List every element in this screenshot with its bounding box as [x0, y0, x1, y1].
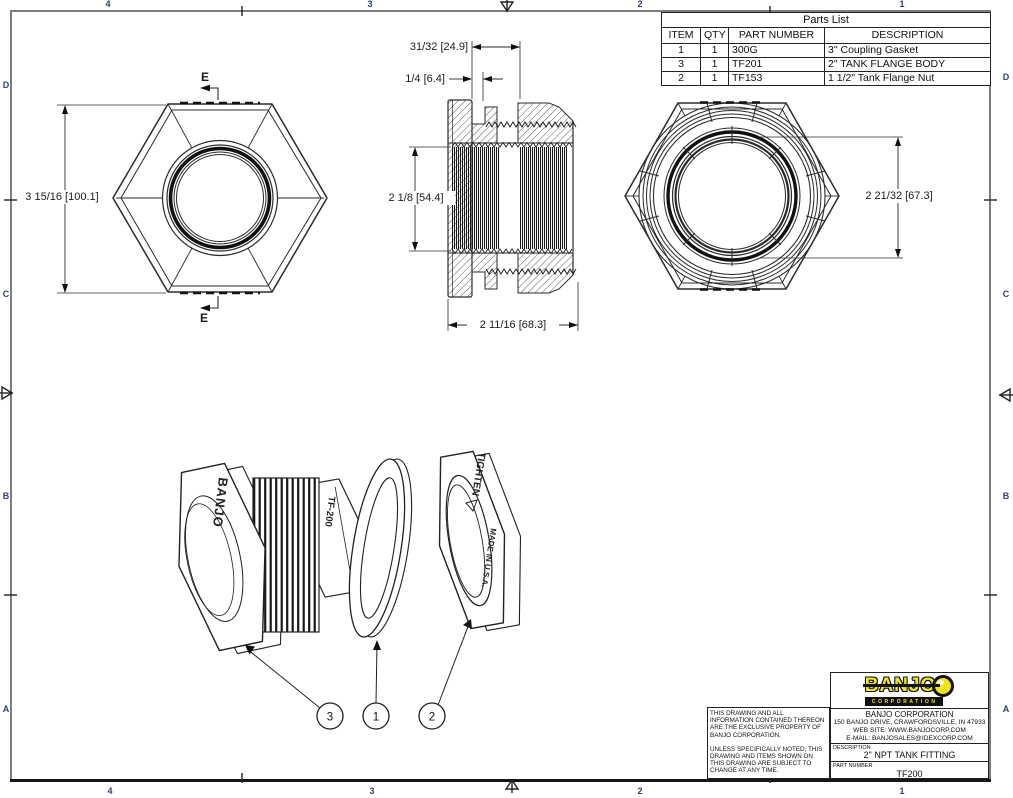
border-top	[10, 10, 991, 12]
col-qty: QTY	[700, 28, 728, 43]
dim-section-inner: 2 1/8 [54.4]	[377, 191, 455, 205]
zone-col-top-1: 1	[899, 0, 905, 9]
description-value: 2" NPT TANK FITTING	[863, 750, 956, 760]
zone-col-top-3: 3	[367, 0, 373, 9]
table-row: 2 1 TF153 1 1/2" Tank Flange Nut	[662, 71, 990, 85]
zone-row-right-a: A	[1002, 704, 1010, 714]
zone-col-bottom-1: 1	[899, 786, 905, 796]
zone-col-top-2: 2	[637, 0, 643, 9]
dim-front-height: 3 15/16 [100.1]	[20, 190, 104, 204]
rear-view	[624, 101, 903, 291]
balloon-2: 2	[429, 712, 435, 724]
zone-col-bottom-4: 4	[107, 786, 113, 796]
title-block: BANJO CORPORATION BANJO CORPORATION 150 …	[830, 672, 989, 779]
part-number-label: PART NUMBER	[833, 763, 873, 769]
zone-row-right-c: C	[1002, 289, 1010, 299]
zone-row-left-b: B	[2, 491, 10, 501]
col-item: ITEM	[668, 29, 694, 41]
dim-section-top: 31/32 [24.9]	[390, 40, 468, 54]
front-view	[57, 84, 328, 312]
body-part-label: TF-200	[322, 496, 337, 528]
description-cell: DESCRIPTION 2" NPT TANK FITTING	[831, 744, 988, 762]
border-bottom	[10, 779, 991, 782]
table-row: 3 1 TF201 2" TANK FLANGE BODY	[662, 57, 990, 71]
section-label-bottom: E	[200, 311, 209, 325]
logo-corporation-text: CORPORATION	[864, 697, 943, 706]
parts-list-header: ITEM QTY PART NUMBER DESCRIPTION	[662, 27, 990, 43]
company-name: BANJO CORPORATION	[865, 710, 954, 719]
balloon-1: 1	[373, 712, 379, 724]
zone-row-right-d: D	[1002, 72, 1010, 82]
company-address: 150 BANJO DRIVE, CRAWFORDSVILLE, IN 4793…	[833, 719, 986, 726]
description-label: DESCRIPTION	[833, 745, 871, 751]
dim-section-width: 2 11/16 [68.3]	[467, 318, 559, 332]
balloon-3: 3	[327, 712, 333, 724]
border-left	[10, 10, 12, 781]
balloons: 3 1 2	[316, 702, 446, 730]
exploded-view: BANJO TF-200 TIGHTEN MADE IN U.S.A.	[178, 450, 522, 730]
parts-list-title: Parts List	[803, 14, 849, 26]
company-email: E-MAIL: BANJOSALES@IDEXCORP.COM	[846, 734, 973, 742]
company-info: BANJO CORPORATION 150 BANJO DRIVE, CRAWF…	[831, 709, 988, 744]
table-row: 1 1 300G 3" Coupling Gasket	[662, 43, 990, 57]
disclaimer-paragraph-1: THIS DRAWING AND ALL INFORMATION CONTAIN…	[710, 710, 825, 739]
col-part-number: PART NUMBER	[728, 28, 824, 43]
logo-strike-bar	[862, 684, 941, 687]
zone-row-left-a: A	[2, 704, 10, 714]
parts-list-table: Parts List ITEM QTY PART NUMBER DESCRIPT…	[661, 12, 991, 86]
zone-row-left-d: D	[2, 80, 10, 90]
disclaimer-paragraph-2: UNLESS SPECIFICALLY NOTED, THIS DRAWING …	[710, 745, 823, 775]
section-view	[409, 41, 579, 331]
zone-col-bottom-2: 2	[637, 786, 643, 796]
part-number-value: TF200	[896, 769, 923, 779]
zone-row-left-c: C	[2, 289, 10, 299]
zone-col-bottom-3: 3	[369, 786, 375, 796]
part-number-cell: PART NUMBER TF200	[831, 762, 988, 780]
disclaimer-notes: THIS DRAWING AND ALL INFORMATION CONTAIN…	[707, 707, 830, 779]
dim-rear-diameter: 2 21/32 [67.3]	[853, 189, 945, 203]
zone-col-top-4: 4	[105, 0, 111, 9]
zone-row-right-b: B	[1002, 491, 1010, 501]
company-website: WEB SITE: WWW.BANJOCORP.COM	[853, 726, 966, 734]
col-description: DESCRIPTION	[824, 28, 990, 43]
border-right	[989, 10, 991, 781]
body-brand-label: BANJO	[210, 477, 231, 529]
balloon-leaders	[245, 619, 472, 709]
banjo-circle-icon	[932, 675, 955, 698]
dim-section-small: 1/4 [6.4]	[398, 72, 445, 86]
section-label-top: E	[201, 70, 210, 84]
company-logo: BANJO CORPORATION	[831, 673, 988, 709]
tighten-arrow-icon	[465, 499, 478, 512]
